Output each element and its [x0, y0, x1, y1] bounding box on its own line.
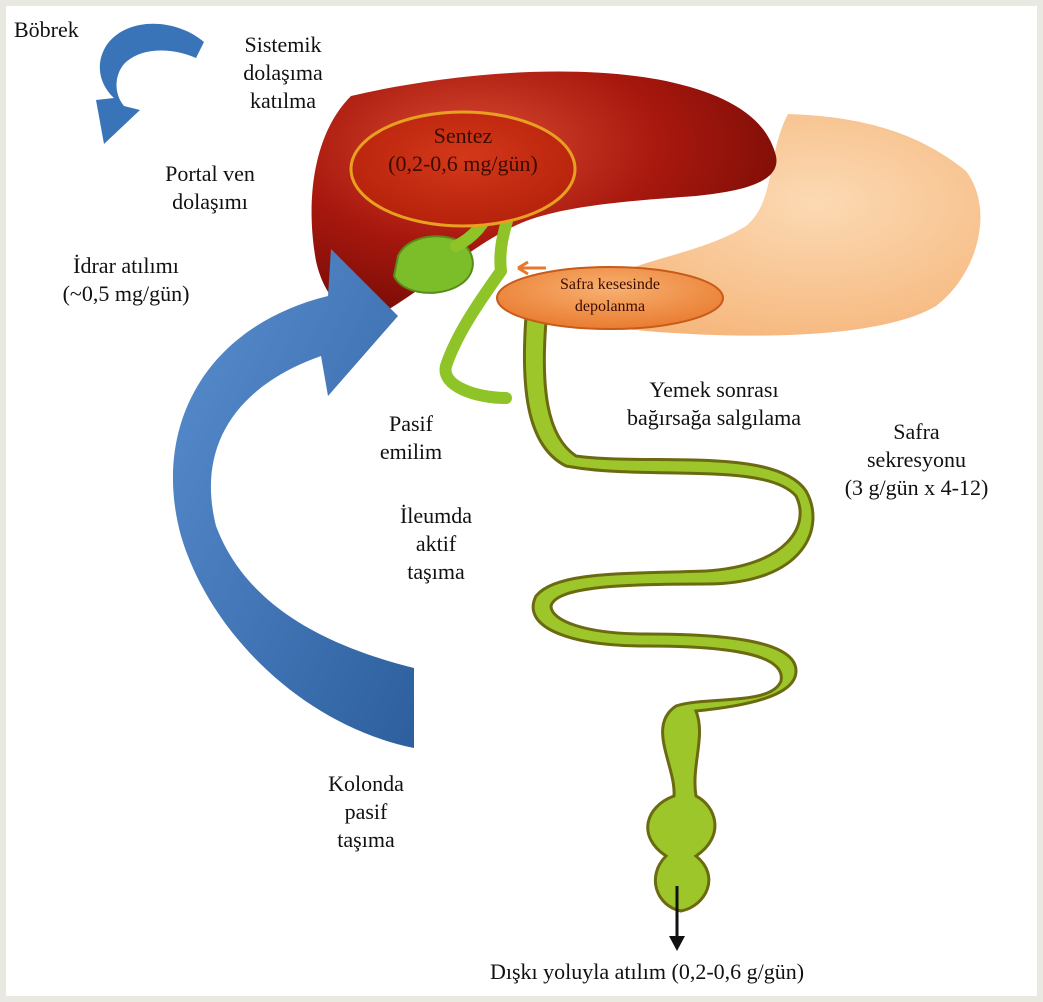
- label-idrar-line1: İdrar atılımı: [46, 252, 206, 280]
- label-safra-sekresyon-line3: (3 g/gün x 4-12): [824, 474, 1009, 502]
- depolanma-line1: Safra kesesinde: [497, 274, 723, 296]
- label-portal-line1: Portal ven: [144, 160, 276, 188]
- label-kolon-line2: pasif: [316, 798, 416, 826]
- sentez-line2: (0,2-0,6 mg/gün): [351, 150, 575, 178]
- label-sistemik-line1: Sistemik: [228, 31, 338, 59]
- label-kolon-line3: taşıma: [316, 826, 416, 854]
- label-idrar: İdrar atılımı (~0,5 mg/gün): [46, 252, 206, 308]
- diagram-frame: Böbrek Sistemik dolaşıma katılma Portal …: [6, 6, 1037, 996]
- depolanma-oval-text: Safra kesesinde depolanma: [497, 274, 723, 318]
- label-safra-sekresyon-line1: Safra: [824, 418, 1009, 446]
- label-idrar-line2: (~0,5 mg/gün): [46, 280, 206, 308]
- enterohepatic-arrow: [173, 249, 414, 748]
- label-safra-sekresyon: Safra sekresyonu (3 g/gün x 4-12): [824, 418, 1009, 502]
- label-bobrek: Böbrek: [14, 16, 79, 44]
- label-yemek-line2: bağırsağa salgılama: [604, 404, 824, 432]
- label-portal: Portal ven dolaşımı: [144, 160, 276, 216]
- label-diski: Dışkı yoluyla atılım (0,2-0,6 g/gün): [490, 958, 804, 986]
- label-yemek-line1: Yemek sonrası: [604, 376, 824, 404]
- sentez-oval-text: Sentez (0,2-0,6 mg/gün): [351, 122, 575, 178]
- label-kolon: Kolonda pasif taşıma: [316, 770, 416, 854]
- label-kolon-line1: Kolonda: [316, 770, 416, 798]
- label-portal-line2: dolaşımı: [144, 188, 276, 216]
- label-pasif-emilim-line1: Pasif: [366, 410, 456, 438]
- label-pasif-emilim: Pasif emilim: [366, 410, 456, 466]
- sentez-line1: Sentez: [351, 122, 575, 150]
- excretion-arrow-head: [669, 936, 685, 951]
- label-pasif-emilim-line2: emilim: [366, 438, 456, 466]
- label-yemek: Yemek sonrası bağırsağa salgılama: [604, 376, 824, 432]
- depolanma-line2: depolanma: [497, 296, 723, 318]
- label-safra-sekresyon-line2: sekresyonu: [824, 446, 1009, 474]
- label-ileum: İleumda aktif taşıma: [386, 502, 486, 586]
- label-ileum-line2: aktif: [386, 530, 486, 558]
- kidney-arrow: [96, 24, 204, 144]
- label-ileum-line3: taşıma: [386, 558, 486, 586]
- label-sistemik-line2: dolaşıma: [228, 59, 338, 87]
- label-sistemik: Sistemik dolaşıma katılma: [228, 31, 338, 115]
- label-sistemik-line3: katılma: [228, 87, 338, 115]
- label-ileum-line1: İleumda: [386, 502, 486, 530]
